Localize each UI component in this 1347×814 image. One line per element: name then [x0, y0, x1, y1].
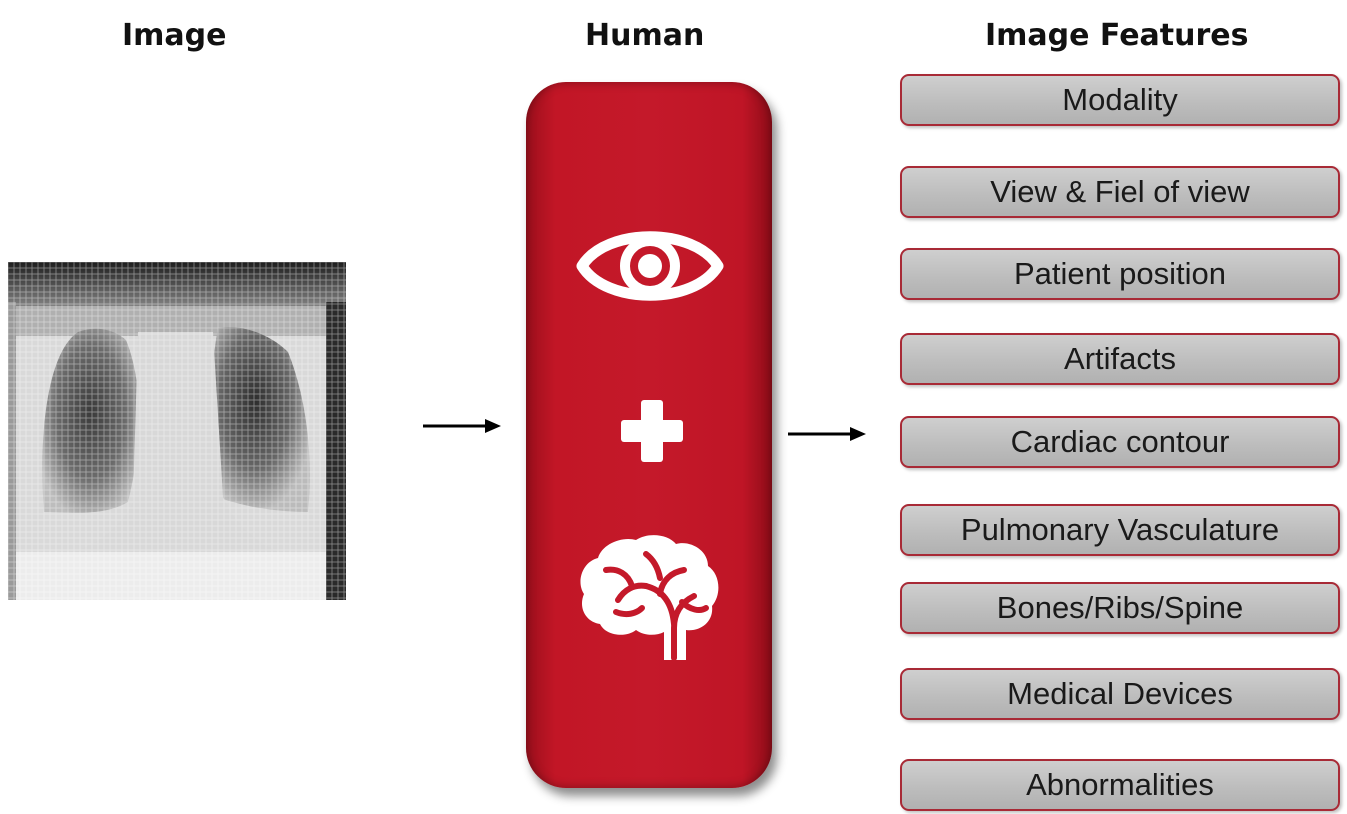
feature-modality: Modality [900, 74, 1340, 126]
feature-bones-ribs-spine: Bones/Ribs/Spine [900, 582, 1340, 634]
image-features-list: Modality View & Fiel of view Patient pos… [900, 0, 1344, 814]
eye-icon [576, 217, 724, 315]
human-panel [526, 82, 772, 788]
image-heading: Image [122, 18, 227, 53]
arrow-right-icon [423, 416, 503, 436]
feature-patient-position: Patient position [900, 248, 1340, 300]
arrow-right-icon [788, 424, 868, 444]
feature-view-field-of-view: View & Fiel of view [900, 166, 1340, 218]
chest-xray-image [8, 262, 346, 600]
feature-cardiac-contour: Cardiac contour [900, 416, 1340, 468]
feature-abnormalities: Abnormalities [900, 759, 1340, 811]
feature-artifacts: Artifacts [900, 333, 1340, 385]
feature-medical-devices: Medical Devices [900, 668, 1340, 720]
plus-icon [621, 400, 683, 462]
brain-icon [576, 532, 722, 664]
human-heading: Human [585, 18, 704, 53]
feature-pulmonary-vasculature: Pulmonary Vasculature [900, 504, 1340, 556]
